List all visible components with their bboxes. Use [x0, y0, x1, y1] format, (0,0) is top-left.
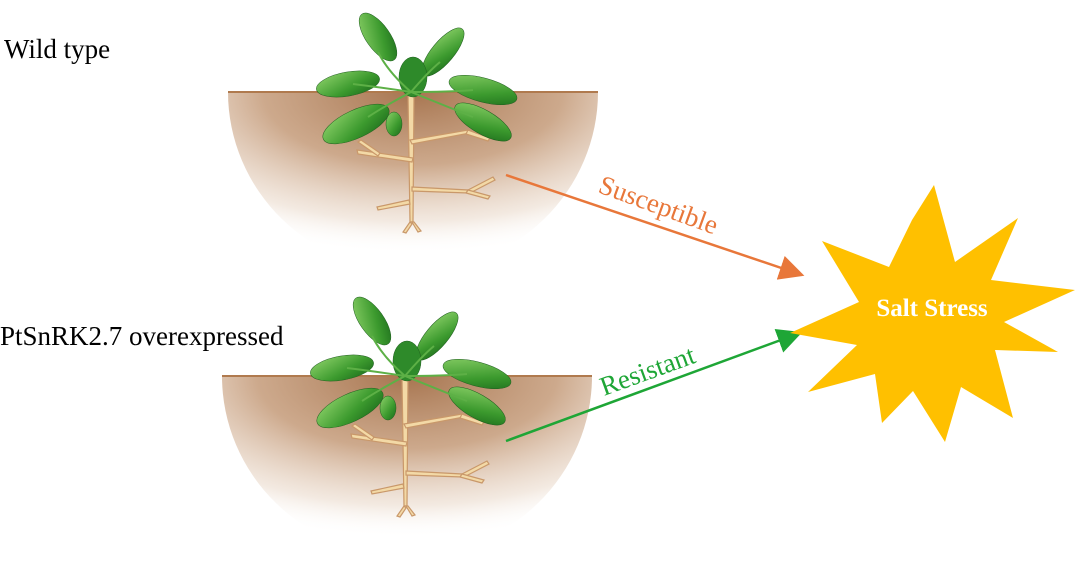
- resistant-label: Resistant: [596, 339, 700, 401]
- overexpressed-label: PtSnRK2.7 overexpressed: [0, 321, 284, 351]
- susceptible-label: Susceptible: [595, 169, 722, 240]
- susceptible-arrow: [505, 173, 805, 280]
- salt-stress-starburst: [790, 185, 1075, 442]
- salt-stress-label: Salt Stress: [876, 295, 988, 322]
- resistant-arrow: [505, 329, 803, 443]
- wild-type-plant: [227, 6, 599, 274]
- wild-type-label: Wild type: [4, 34, 110, 64]
